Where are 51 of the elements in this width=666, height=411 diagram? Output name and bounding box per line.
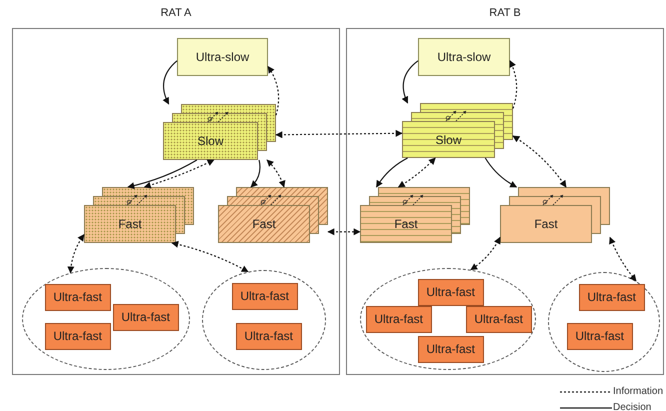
card-stack bbox=[84, 187, 194, 243]
node-label: Fast bbox=[252, 217, 276, 231]
node-label: Slow bbox=[197, 134, 224, 148]
dotted-arrow bbox=[171, 241, 249, 272]
arrow bbox=[162, 60, 178, 105]
process-box: Ultra-fast bbox=[112, 304, 179, 331]
process-box: Ultra-fast bbox=[418, 278, 484, 306]
legend-label: Information bbox=[613, 386, 664, 397]
process-box: Ultra-fast bbox=[566, 322, 633, 350]
arrow bbox=[127, 160, 198, 189]
process-box: Ultra-fast bbox=[366, 306, 432, 333]
card-stack bbox=[402, 103, 513, 158]
node-label: Fast bbox=[118, 217, 142, 231]
dotted-arrow bbox=[470, 236, 500, 270]
card-stack bbox=[218, 187, 328, 243]
card-stack bbox=[163, 104, 276, 160]
dotted-arrow bbox=[268, 66, 280, 116]
process-box: Ultra-fast bbox=[418, 336, 484, 363]
dashed-ellipse bbox=[202, 270, 326, 370]
process-box: Ultra-fast bbox=[236, 322, 302, 350]
dotted-arrow bbox=[512, 136, 566, 188]
process-box: Ultra-fast bbox=[44, 284, 111, 311]
dotted-arrow bbox=[266, 160, 286, 188]
process-box: Ultra-slow bbox=[418, 38, 510, 76]
dotted-arrow bbox=[398, 158, 436, 188]
arrow bbox=[484, 158, 518, 188]
node-label: Slow bbox=[435, 132, 462, 146]
card-stack bbox=[360, 187, 470, 243]
dotted-arrow bbox=[609, 236, 637, 282]
dashed-ellipse bbox=[22, 268, 190, 370]
process-box: Ultra-fast bbox=[232, 282, 298, 310]
arrow bbox=[402, 60, 418, 104]
process-box: Ultra-fast bbox=[44, 322, 111, 350]
dotted-arrow bbox=[67, 234, 84, 274]
dotted-arrow bbox=[275, 130, 403, 138]
arrow bbox=[376, 158, 408, 188]
process-box: Ultra-fast bbox=[466, 306, 532, 333]
panel-heading: RAT B bbox=[489, 7, 521, 19]
dotted-arrow bbox=[509, 60, 518, 109]
card-stack bbox=[500, 187, 610, 243]
dotted-arrow bbox=[144, 160, 214, 188]
node-label: Fast bbox=[394, 217, 418, 231]
arrow bbox=[250, 160, 260, 188]
panel-heading: RAT A bbox=[160, 7, 192, 19]
legend-label: Decision bbox=[613, 402, 652, 411]
process-box: Ultra-fast bbox=[578, 284, 645, 311]
dashed-ellipse bbox=[548, 272, 660, 372]
dotted-arrow bbox=[327, 228, 361, 236]
node-label: Fast bbox=[534, 217, 558, 231]
process-box: Ultra-slow bbox=[177, 38, 268, 76]
dashed-ellipse bbox=[360, 268, 536, 370]
